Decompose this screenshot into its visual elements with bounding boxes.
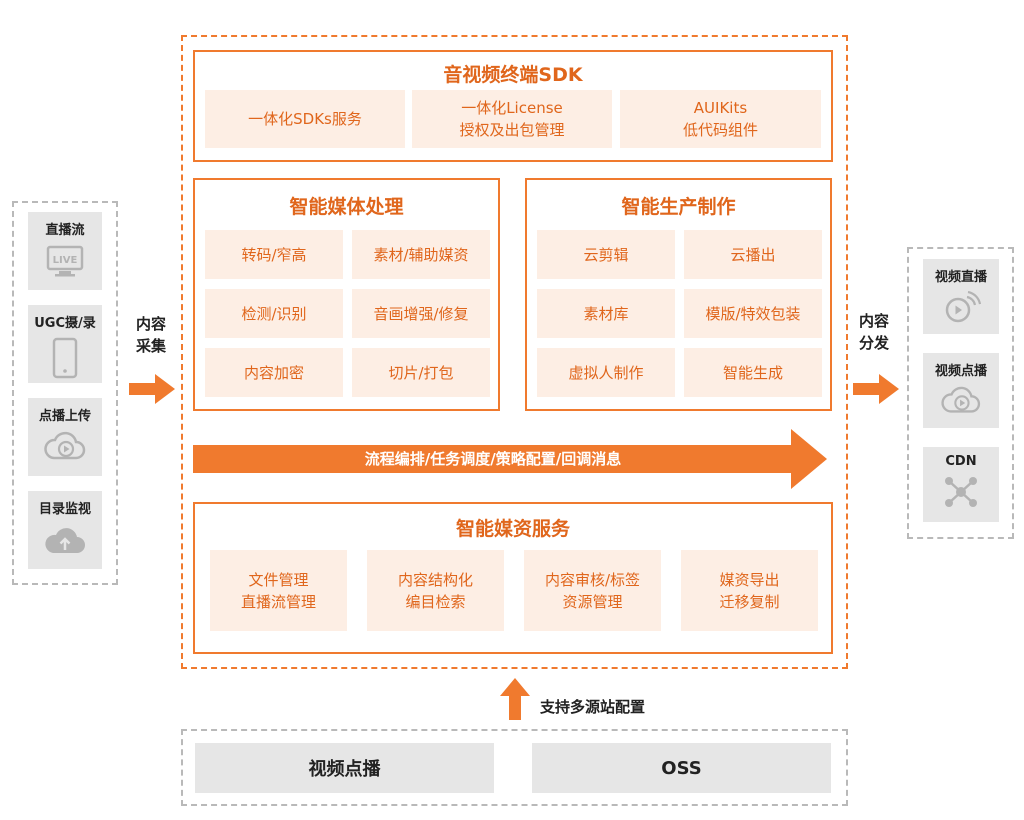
origin-up-arrow (500, 678, 530, 720)
output-card-label: CDN (945, 454, 977, 469)
output-card-label: 视频直播 (934, 270, 987, 285)
media-processing-tile: 音画增强/修复 (352, 289, 490, 338)
source-oss: OSS (532, 743, 831, 793)
origin-sources-panel (181, 729, 848, 806)
network-nodes-icon (945, 477, 977, 507)
source-card-directory-watch: 目录监视 (28, 491, 102, 569)
media-processing-tile: 素材/辅助媒资 (352, 230, 490, 279)
content-collection-label: 内容 采集 (135, 315, 166, 355)
source-card-label: 点播上传 (38, 409, 91, 424)
production-tile: 模版/特效包装 (684, 289, 822, 338)
asset-service-tile: 媒资导出 迁移复制 (681, 550, 818, 631)
asset-service-title: 智能媒资服务 (455, 518, 570, 540)
source-card-label: 目录监视 (38, 502, 91, 517)
sdk-section: 音视频终端SDK 一体化SDKs服务 一体化License 授权及出包管理 AU… (193, 50, 833, 162)
sdk-tile: 一体化SDKs服务 (205, 90, 405, 148)
asset-service-section: 智能媒资服务 文件管理 直播流管理 内容结构化 编目检索 内容审核/标签 资源管… (193, 502, 833, 654)
cloud-play-icon (44, 431, 86, 460)
origin-config-label: 支持多源站配置 (540, 698, 646, 716)
output-card-cdn: CDN (923, 447, 999, 522)
workflow-arrow (193, 429, 827, 489)
media-processing-tile: 切片/打包 (352, 348, 490, 397)
asset-service-tile: 文件管理 直播流管理 (210, 550, 347, 631)
sdk-tile: 一体化License 授权及出包管理 (412, 90, 612, 148)
media-processing-section: 智能媒体处理 转码/窄高 素材/辅助媒资 检测/识别 音画增强/修复 内容加密 … (193, 178, 500, 411)
source-card-label: 直播流 (45, 223, 85, 238)
source-vod: 视频点播 (195, 743, 494, 793)
sdk-section-title: 音视频终端SDK (443, 64, 583, 86)
content-collection-panel (12, 201, 118, 585)
output-card-live: 视频直播 (923, 259, 999, 334)
source-card-live-stream: 直播流 LIVE (28, 212, 102, 290)
sdk-tile: AUIKits 低代码组件 (620, 90, 821, 148)
production-tile: 智能生成 (684, 348, 822, 397)
collect-arrow (129, 374, 175, 404)
media-processing-tile: 转码/窄高 (205, 230, 343, 279)
asset-service-tile: 内容结构化 编目检索 (367, 550, 504, 631)
svg-text:LIVE: LIVE (53, 255, 78, 266)
production-section: 智能生产制作 云剪辑 云播出 素材库 模版/特效包装 虚拟人制作 智能生成 (525, 178, 832, 411)
production-title: 智能生产制作 (621, 196, 736, 218)
source-card-ugc: UGC摄/录 (28, 305, 102, 383)
production-tile: 云播出 (684, 230, 822, 279)
output-card-label: 视频点播 (934, 364, 987, 379)
live-broadcast-icon (945, 291, 981, 323)
cloud-play-icon (941, 386, 981, 413)
cloud-upload-icon (45, 528, 85, 553)
asset-service-tile: 内容审核/标签 资源管理 (524, 550, 661, 631)
output-card-vod: 视频点播 (923, 353, 999, 428)
platform-container (181, 35, 848, 669)
mobile-phone-icon (52, 337, 78, 379)
workflow-label: 流程编排/任务调度/策略配置/回调消息 (364, 450, 622, 468)
source-card-label: UGC摄/录 (34, 316, 96, 331)
production-tile: 素材库 (537, 289, 675, 338)
source-card-vod-upload: 点播上传 (28, 398, 102, 476)
media-processing-tile: 内容加密 (205, 348, 343, 397)
live-tv-icon: LIVE (46, 245, 84, 277)
production-tile: 虚拟人制作 (537, 348, 675, 397)
production-tile: 云剪辑 (537, 230, 675, 279)
content-distribution-label: 内容 分发 (858, 312, 889, 352)
media-processing-tile: 检测/识别 (205, 289, 343, 338)
content-distribution-panel (907, 247, 1014, 539)
media-processing-title: 智能媒体处理 (289, 196, 404, 218)
distribute-arrow (853, 374, 899, 404)
